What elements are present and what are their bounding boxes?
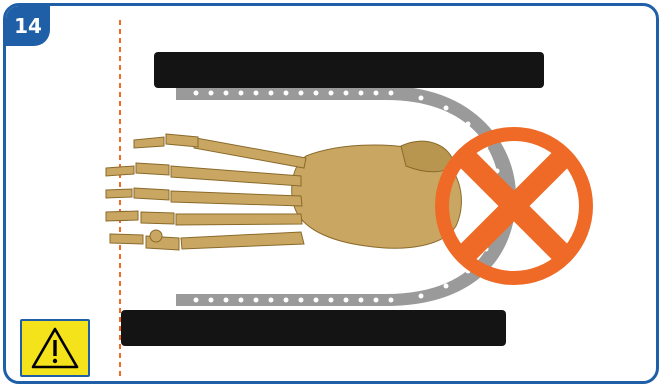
foot-frame-illustration [6, 6, 656, 381]
foot-skeleton [106, 134, 461, 250]
upper-rail [154, 52, 544, 88]
warning-triangle-icon [20, 319, 90, 377]
step-number-badge: 14 [6, 6, 50, 46]
prohibited-x-icon [442, 134, 586, 278]
lower-rail [121, 310, 506, 346]
instruction-panel: 14 [3, 3, 659, 384]
